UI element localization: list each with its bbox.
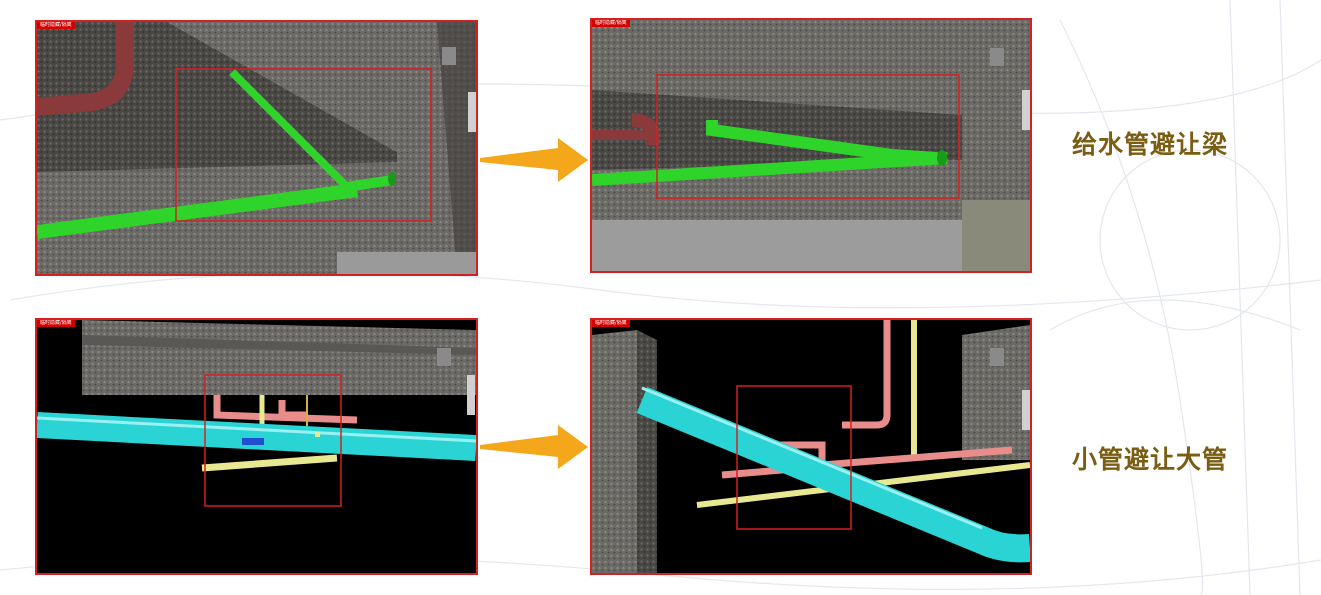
view-tag: 临时隐藏/隔离 xyxy=(592,320,630,327)
view-tag: 临时隐藏/隔离 xyxy=(37,320,75,327)
beam-avoidance-after-view[interactable]: 临时隐藏/隔离 临时隐藏/隔离 xyxy=(590,18,1032,273)
beam-before-scene xyxy=(37,22,476,274)
beam-avoidance-before-view[interactable]: 临时隐藏/隔离 xyxy=(35,20,478,276)
beam-after-scene xyxy=(592,20,1030,271)
pipe-avoidance-before-view[interactable]: 临时隐藏/隔离 xyxy=(35,318,478,575)
transition-arrow xyxy=(480,425,588,469)
view-tag: 临时隐藏/隔离 xyxy=(37,22,75,29)
pipe-avoidance-after-view[interactable]: 临时隐藏/隔离 xyxy=(590,318,1032,575)
transition-arrow xyxy=(480,138,588,182)
view-tag: 临时隐藏/隔离 xyxy=(592,20,630,27)
pipe-after-scene xyxy=(592,320,1030,573)
pipe-before-scene xyxy=(37,320,476,573)
row-caption-pipe: 小管避让大管 xyxy=(1072,445,1229,474)
row-caption-beam: 给水管避让梁 xyxy=(1072,130,1229,159)
